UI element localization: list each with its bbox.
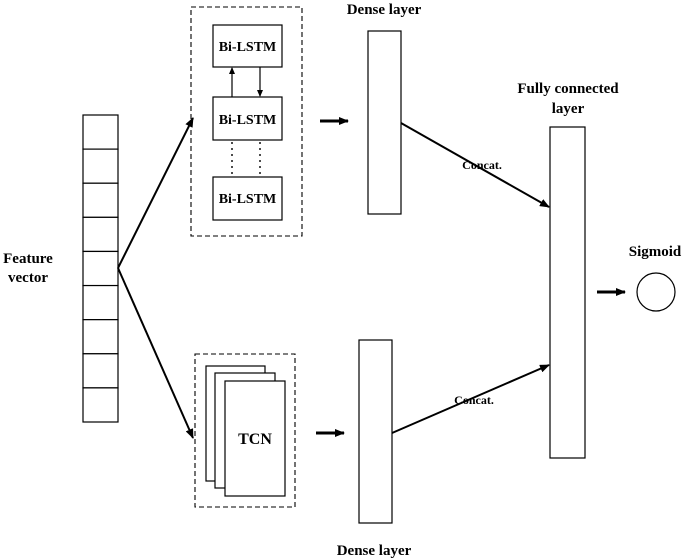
bilstm-cell: Bi-LSTM [212, 24, 283, 68]
feature-vector-cell [82, 319, 119, 355]
concat-label-bottom: Concat. [454, 393, 494, 407]
feature-vector-cell [82, 387, 119, 423]
fully-connected-label-line1: Fully connected [517, 81, 619, 97]
concat-arrow-bottom [391, 364, 550, 434]
dense-layer-bottom-label: Dense layer [337, 543, 412, 559]
feature-vector-cell [82, 148, 119, 184]
dense-layer-bottom [358, 339, 393, 524]
concat-label-top: Concat. [462, 158, 502, 172]
bilstm-cell: Bi-LSTM [212, 176, 283, 221]
feature-vector [82, 114, 119, 423]
tcn-block-container [194, 353, 296, 508]
feature-vector-cell [82, 284, 119, 321]
bilstm-cell-label: Bi-LSTM [219, 113, 277, 128]
sigmoid-label: Sigmoid [629, 244, 682, 260]
feature-vector-cell [82, 250, 119, 287]
feature-vector-label-line1: Feature [3, 251, 53, 267]
feature-vector-cell [82, 114, 119, 150]
sigmoid-node [636, 272, 676, 312]
dense-layer-top [367, 30, 402, 215]
fully-connected-layer [549, 126, 586, 459]
concat-arrow-top [400, 122, 550, 208]
feature-vector-cell [82, 353, 119, 389]
tcn-layer-front [224, 380, 286, 497]
bilstm-cell-label: Bi-LSTM [219, 40, 277, 55]
feature-vector-label-line2: vector [8, 270, 48, 286]
arrow-to-tcn-branch [117, 267, 194, 439]
feature-vector-cell [82, 182, 119, 218]
feature-vector-cell [82, 216, 119, 253]
tcn-label: TCN [238, 431, 272, 448]
bilstm-cell: Bi-LSTM [212, 96, 283, 141]
arrow-to-bilstm-branch [117, 117, 194, 269]
fully-connected-label-line2: layer [552, 101, 585, 117]
bilstm-block-container [190, 6, 303, 237]
bilstm-cell-label: Bi-LSTM [219, 192, 277, 207]
dense-layer-top-label: Dense layer [347, 2, 422, 18]
